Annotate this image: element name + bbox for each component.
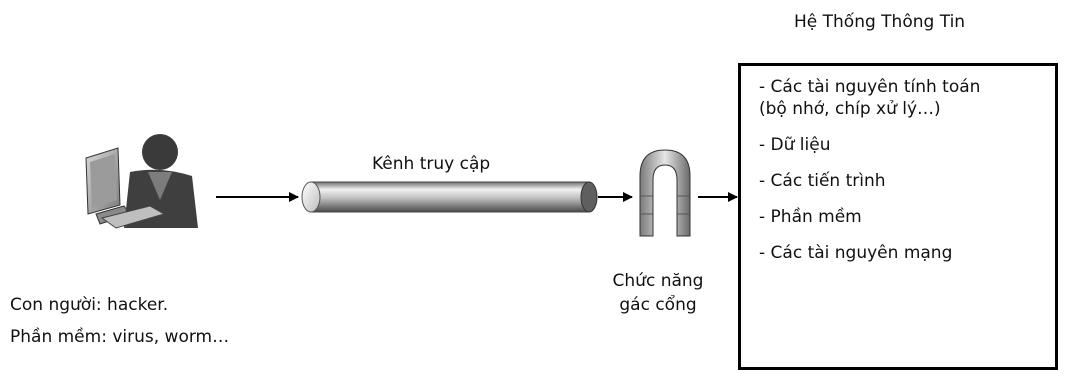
channel-pipe bbox=[301, 181, 598, 213]
attackers-software: Phần mềm: virus, worm… bbox=[10, 327, 230, 347]
system-item-computing-resources: - Các tài nguyên tính toán bbox=[759, 77, 981, 97]
system-title: Hệ Thống Thông Tin bbox=[794, 12, 966, 32]
attackers-people: Con người: hacker. bbox=[10, 295, 169, 315]
system-item-software: - Phần mềm bbox=[759, 207, 862, 228]
system-item-network-resources: - Các tài nguyên mạng bbox=[759, 243, 953, 264]
system-item-processes: - Các tiến trình bbox=[759, 171, 886, 192]
system-resource-list: - Các tài nguyên tính toán (bộ nhớ, chíp… bbox=[759, 76, 980, 279]
system-item-data: - Dữ liệu bbox=[759, 135, 831, 156]
channel-label: Kênh truy cập bbox=[372, 154, 491, 174]
information-system-box: - Các tài nguyên tính toán (bộ nhớ, chíp… bbox=[738, 63, 1058, 370]
user-at-computer-icon bbox=[85, 134, 198, 229]
gatekeeper-label-line2: gác cổng bbox=[619, 295, 697, 315]
gatekeeper-label-line1: Chức năng bbox=[612, 271, 704, 291]
system-item-computing-resources-detail: (bộ nhớ, chíp xử lý…) bbox=[759, 99, 941, 120]
gateway-arch-icon bbox=[639, 149, 691, 237]
